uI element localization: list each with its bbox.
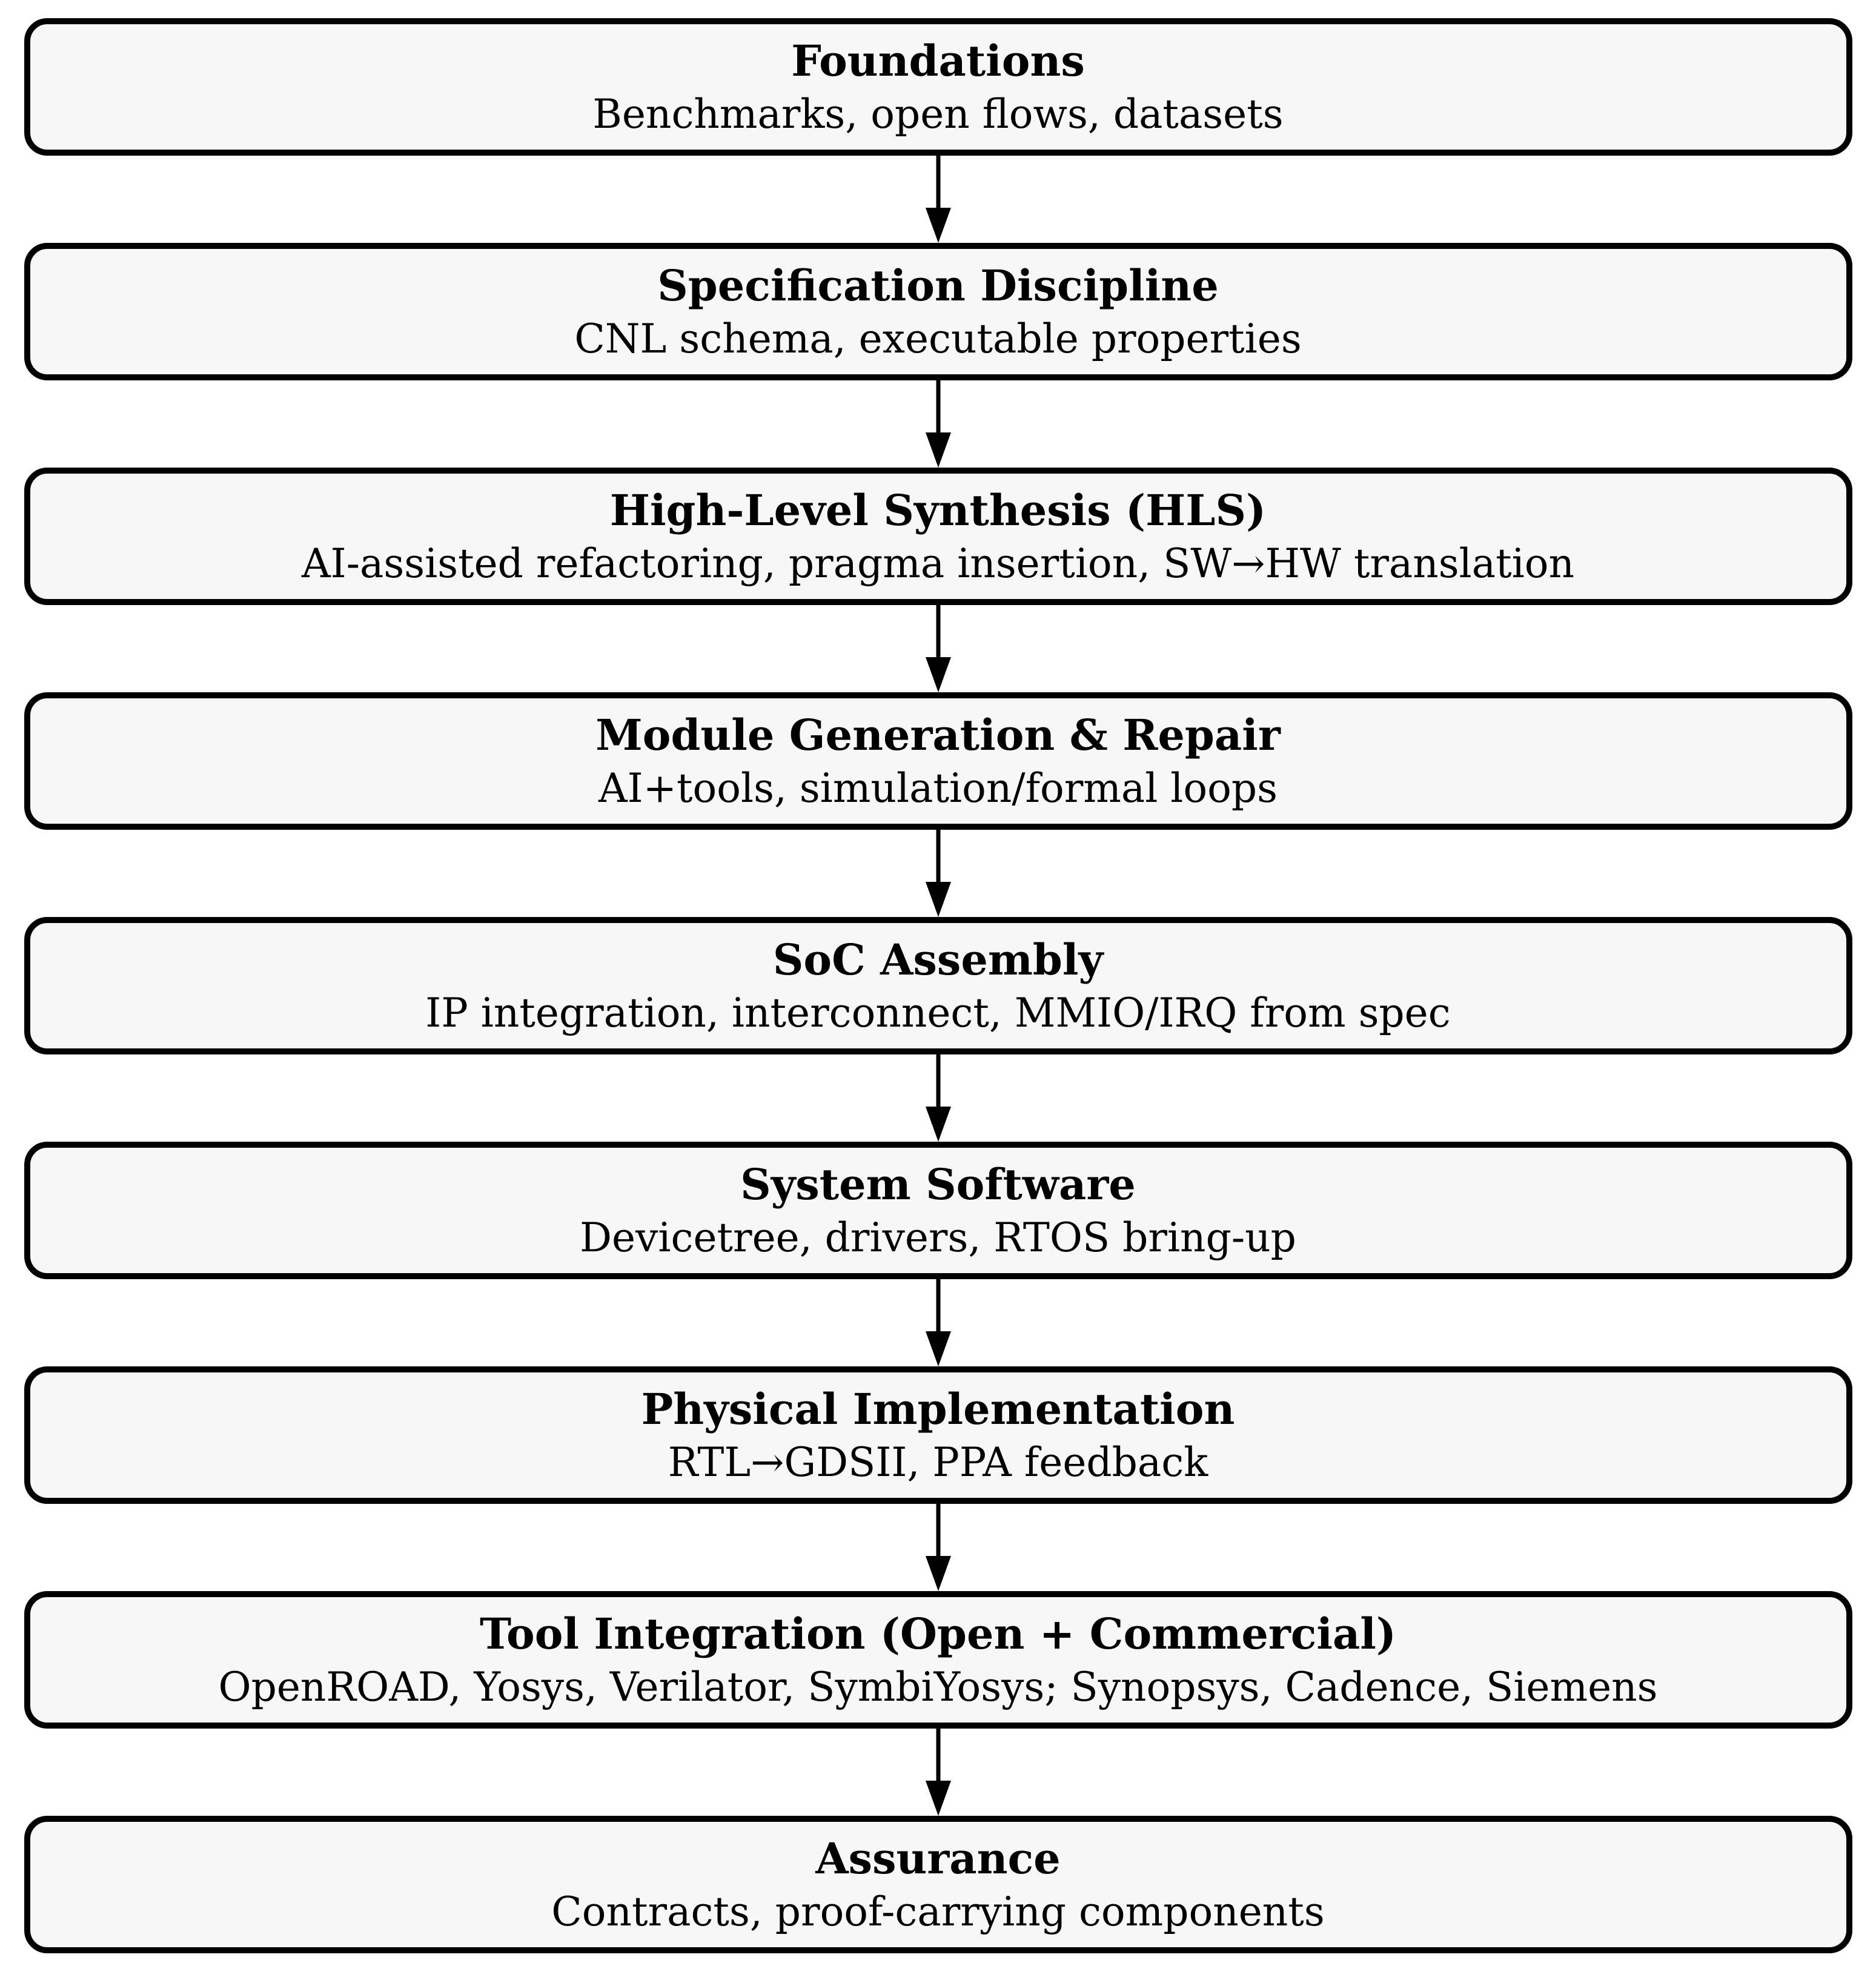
stage-subtitle: AI-assisted refactoring, pragma insertio… xyxy=(302,540,1574,587)
down-arrow-icon xyxy=(924,1279,952,1366)
down-arrow-icon xyxy=(924,1729,952,1816)
stage-box-module-generation-repair: Module Generation & Repair AI+tools, sim… xyxy=(24,692,1852,830)
stage-title: System Software xyxy=(740,1159,1136,1210)
stage-box-high-level-synthesis: High-Level Synthesis (HLS) AI-assisted r… xyxy=(24,468,1852,605)
stage-subtitle: Benchmarks, open flows, datasets xyxy=(592,90,1284,137)
stage-box-specification-discipline: Specification Discipline CNL schema, exe… xyxy=(24,243,1852,380)
down-arrow-icon xyxy=(924,1504,952,1591)
down-arrow-icon xyxy=(924,1054,952,1142)
stage-subtitle: CNL schema, executable properties xyxy=(574,315,1302,362)
stage-box-soc-assembly: SoC Assembly IP integration, interconnec… xyxy=(24,917,1852,1054)
stage-title: Assurance xyxy=(815,1833,1061,1884)
stage-subtitle: RTL→GDSII, PPA feedback xyxy=(668,1438,1208,1486)
stage-box-system-software: System Software Devicetree, drivers, RTO… xyxy=(24,1142,1852,1279)
stage-box-physical-implementation: Physical Implementation RTL→GDSII, PPA f… xyxy=(24,1366,1852,1504)
down-arrow-icon xyxy=(924,830,952,917)
down-arrow-icon xyxy=(924,380,952,468)
stage-subtitle: IP integration, interconnect, MMIO/IRQ f… xyxy=(425,989,1451,1036)
down-arrow-icon xyxy=(924,156,952,243)
stage-subtitle: Devicetree, drivers, RTOS bring-up xyxy=(580,1214,1296,1261)
stage-title: SoC Assembly xyxy=(772,934,1104,985)
stage-subtitle: AI+tools, simulation/formal loops xyxy=(598,764,1278,812)
stage-box-assurance: Assurance Contracts, proof-carrying comp… xyxy=(24,1816,1852,1953)
stage-title: High-Level Synthesis (HLS) xyxy=(609,485,1267,535)
stage-title: Physical Implementation xyxy=(641,1383,1235,1434)
stage-title: Module Generation & Repair xyxy=(595,709,1281,760)
stage-title: Tool Integration (Open + Commercial) xyxy=(479,1608,1397,1659)
stage-title: Foundations xyxy=(791,35,1085,86)
stage-title: Specification Discipline xyxy=(657,260,1219,311)
down-arrow-icon xyxy=(924,605,952,692)
stage-box-foundations: Foundations Benchmarks, open flows, data… xyxy=(24,18,1852,156)
stage-subtitle: OpenROAD, Yosys, Verilator, SymbiYosys; … xyxy=(218,1663,1658,1710)
stage-subtitle: Contracts, proof-carrying components xyxy=(551,1888,1325,1935)
stage-box-tool-integration: Tool Integration (Open + Commercial) Ope… xyxy=(24,1591,1852,1729)
